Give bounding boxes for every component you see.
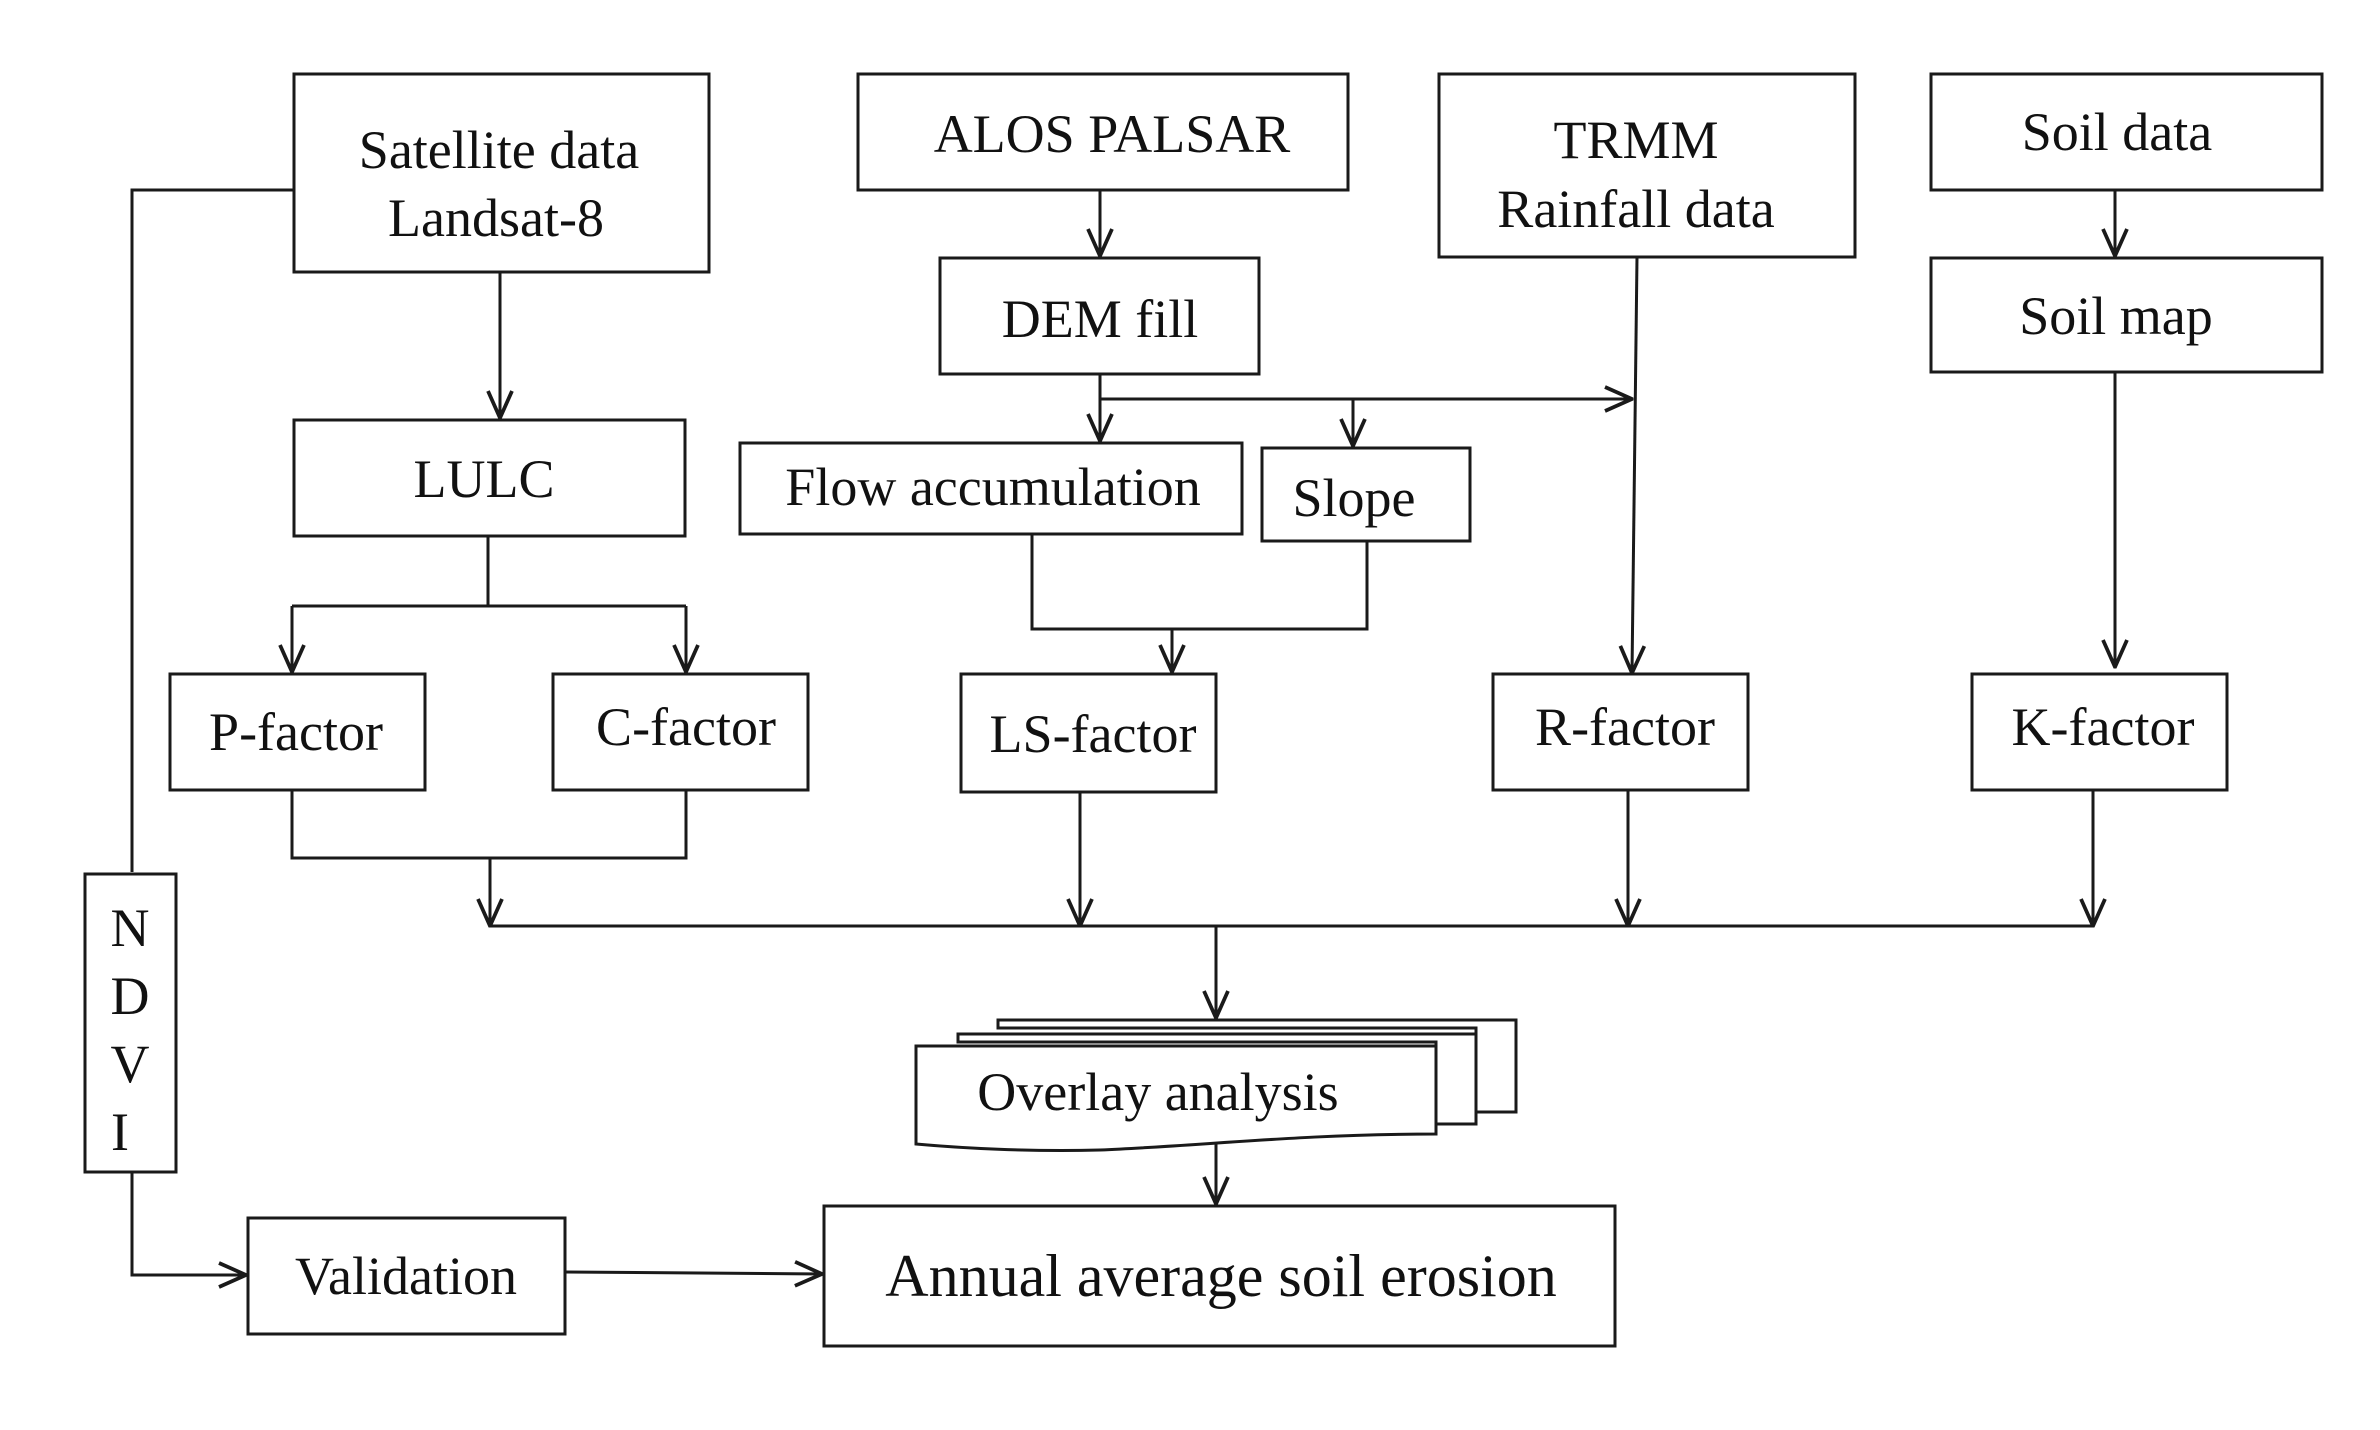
node-soil-map: Soil map (1929, 256, 2324, 374)
annual-soil-erosion-label: Annual average soil erosion (885, 1243, 1556, 1309)
node-c-factor: C-factor (551, 672, 810, 792)
edges (130, 188, 2115, 1275)
edge-flow-slope-merge (1030, 534, 1369, 631)
node-ls-factor: LS-factor (959, 672, 1218, 794)
node-overlay-analysis: Overlay analysis (914, 1018, 1518, 1153)
p-factor-label: P-factor (209, 702, 383, 762)
node-lulc: LULC (292, 418, 687, 538)
node-p-factor: P-factor (168, 672, 427, 792)
node-k-factor: K-factor (1970, 672, 2229, 792)
node-ndvi: N D V I (83, 872, 178, 1174)
node-alos-palsar: ALOS PALSAR (856, 72, 1350, 192)
node-dem-fill: DEM fill (938, 256, 1261, 376)
alos-label: ALOS PALSAR (934, 104, 1291, 164)
node-r-factor: R-factor (1491, 672, 1750, 792)
edge-trmm-r (1632, 256, 1637, 673)
edge-pc-merge (290, 790, 688, 860)
ndvi-letter-d: D (111, 966, 150, 1026)
trmm-line1: TRMM (1553, 110, 1718, 170)
soil-map-label: Soil map (2019, 286, 2213, 346)
soil-data-label: Soil data (2022, 102, 2213, 162)
overlay-analysis-label: Overlay analysis (977, 1062, 1338, 1122)
ndvi-letter-n: N (111, 898, 150, 958)
satellite-line1: Satellite data (359, 120, 639, 180)
node-soil-data: Soil data (1929, 72, 2324, 192)
dem-fill-label: DEM fill (1002, 289, 1199, 349)
node-satellite-data: Satellite data Landsat-8 (292, 72, 711, 274)
edge-validation-erosion (564, 1272, 822, 1274)
trmm-line2: Rainfall data (1497, 179, 1774, 239)
ndvi-letter-i: I (111, 1102, 129, 1162)
node-validation: Validation (246, 1216, 567, 1336)
node-trmm: TRMM Rainfall data (1437, 72, 1857, 259)
slope-label: Slope (1292, 468, 1415, 528)
node-slope: Slope (1260, 446, 1472, 543)
flow-accumulation-label: Flow accumulation (785, 457, 1200, 517)
lulc-label: LULC (414, 449, 555, 509)
ndvi-letter-v: V (111, 1034, 150, 1094)
edge-satellite-ndvi (130, 188, 294, 872)
ls-factor-label: LS-factor (990, 704, 1197, 764)
validation-label: Validation (295, 1246, 517, 1306)
r-factor-label: R-factor (1535, 697, 1715, 757)
edge-ndvi-validation (130, 1172, 246, 1275)
node-annual-soil-erosion: Annual average soil erosion (822, 1204, 1617, 1348)
k-factor-label: K-factor (2012, 697, 2195, 757)
c-factor-label: C-factor (596, 697, 776, 757)
satellite-line2: Landsat-8 (388, 188, 604, 248)
node-flow-accumulation: Flow accumulation (738, 441, 1244, 536)
